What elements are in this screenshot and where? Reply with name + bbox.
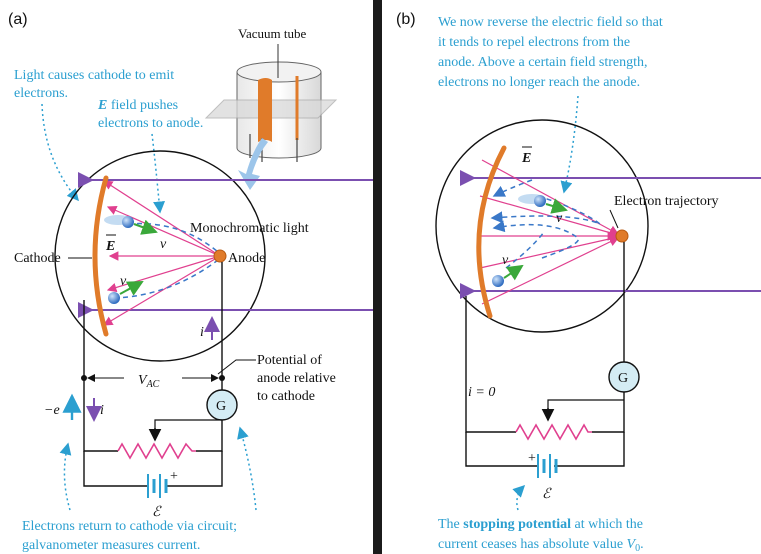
e-field-note-line-1: E field pushes xyxy=(97,98,178,113)
e-field-note-pointer xyxy=(151,133,166,214)
current-label-return: i xyxy=(100,403,104,418)
potential-label-line-1: Potential of xyxy=(257,353,322,368)
note-pointer xyxy=(560,95,579,194)
note-line-4: electrons no longer reach the anode. xyxy=(438,75,640,90)
caption-line-2: galvanometer measures current. xyxy=(22,538,200,553)
panel-a: (a) Vacuum tube Light causes cathode to … xyxy=(0,0,373,554)
note-line-3: anode. Above a certain field strength, xyxy=(438,55,648,70)
velocity-arrow-upper xyxy=(545,198,568,214)
light-note-line-1: Light causes cathode to emit xyxy=(14,68,174,83)
velocity-arrow-lower xyxy=(503,264,524,281)
potential-label-line-2: anode relative xyxy=(257,371,336,386)
rheostat xyxy=(515,423,592,441)
electron-upper xyxy=(122,216,134,228)
panel-b-tag: (b) xyxy=(396,11,416,28)
e-field-note-symbol: E xyxy=(97,98,107,113)
electron-path-lower xyxy=(113,259,219,299)
vacuum-tube-illustration: Vacuum tube xyxy=(204,26,338,190)
monochromatic-light-label: Monochromatic light xyxy=(190,221,309,236)
battery xyxy=(147,474,168,498)
panel-a-diagram: (a) Vacuum tube Light causes cathode to … xyxy=(8,11,373,553)
cathode-plate xyxy=(92,175,109,337)
note-line-2: it tends to repel electrons from the xyxy=(438,35,630,50)
caption-line-1: Electrons return to cathode via circuit; xyxy=(22,519,237,534)
panel-a-tag: (a) xyxy=(8,11,28,28)
panel-b: (b) We now reverse the electric field so… xyxy=(382,0,761,554)
note-line-1: We now reverse the electric field so tha… xyxy=(438,15,663,30)
tube-outline xyxy=(435,119,649,333)
cathode-label: Cathode xyxy=(14,251,61,266)
field-label: E xyxy=(521,151,531,166)
light-note-pointer xyxy=(41,103,79,202)
anode xyxy=(615,229,629,243)
velocity-label-lower: v xyxy=(502,253,509,268)
circuit-wires xyxy=(465,242,625,467)
velocity-arrow-lower xyxy=(119,281,144,296)
light-note-line-2: electrons. xyxy=(14,86,68,101)
battery-plus: + xyxy=(528,451,536,466)
galvanometer-label: G xyxy=(216,399,226,414)
battery xyxy=(537,454,558,478)
rheostat xyxy=(117,442,196,460)
velocity-label-upper: v xyxy=(556,211,563,226)
velocity-label-upper: v xyxy=(160,237,167,252)
electron-upper xyxy=(534,195,546,207)
velocity-arrow-upper xyxy=(133,219,158,235)
potential-label-line-3: to cathode xyxy=(257,389,315,404)
electron-path-upper xyxy=(127,222,219,253)
stopping-potential-term: stopping potential xyxy=(463,517,571,532)
anode xyxy=(213,249,227,263)
battery-plus: + xyxy=(170,469,178,484)
current-label-anode: i xyxy=(200,325,204,340)
galvanometer-label: G xyxy=(618,371,628,386)
tube-outline xyxy=(54,150,266,362)
cathode-plate xyxy=(476,145,507,319)
electron-lower xyxy=(492,275,504,287)
anode-label: Anode xyxy=(228,251,265,266)
velocity-label-lower: v xyxy=(120,274,127,289)
trajectory-label: Electron trajectory xyxy=(614,194,719,209)
e-field-note-rest: field pushes xyxy=(111,98,178,113)
vacuum-tube-label: Vacuum tube xyxy=(238,26,306,41)
emf-label: ℰ xyxy=(152,505,162,520)
field-label: E xyxy=(105,239,115,254)
voltage-label: VAC xyxy=(138,373,160,390)
caption-line-2: current ceases has absolute value V0. xyxy=(438,537,644,554)
zero-current-label: i = 0 xyxy=(468,385,495,400)
panel-b-diagram: (b) We now reverse the electric field so… xyxy=(396,11,761,554)
electron-charge-label: −e xyxy=(44,403,60,418)
caption-line-1: The stopping potential at which the xyxy=(438,517,643,532)
e-field-note-line-2: electrons to anode. xyxy=(98,116,203,131)
galvanometer xyxy=(608,361,640,393)
field-lines xyxy=(102,180,221,326)
emf-label: ℰ xyxy=(542,487,552,502)
electron-lower xyxy=(108,292,120,304)
